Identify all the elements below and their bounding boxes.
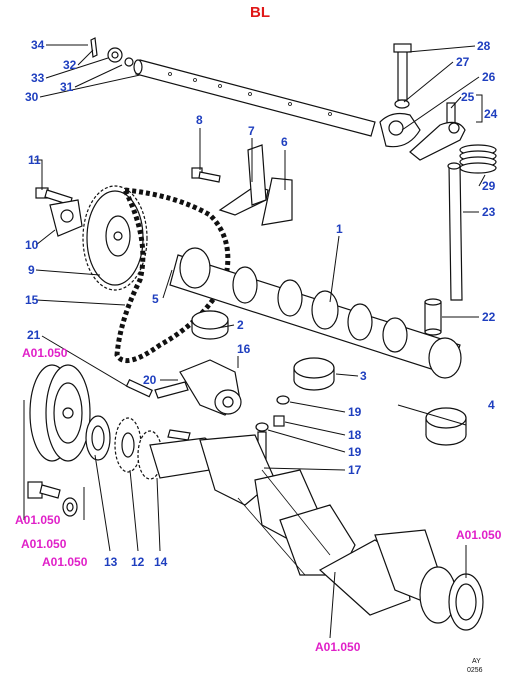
diagram-code-line1: AY [472,658,481,665]
callout-15: 15 [25,293,39,307]
camshaft-sprocket [82,185,148,291]
callout-23: 23 [482,205,496,219]
timing-chain [114,187,231,364]
cam-bearing-2 [191,310,229,340]
shaft-end-parts [90,37,134,67]
callout-17: 17 [348,463,362,477]
drive-assembly-16-20 [154,359,242,416]
callout-31: 31 [60,80,74,94]
bolt-8 [191,167,221,183]
tensioner-6 [261,177,293,226]
callout-12: 12 [131,555,145,569]
callout-26: 26 [482,70,496,84]
callout-21: 21 [27,328,41,342]
callout-9: 9 [28,263,35,277]
crank-sprocket-12 [114,417,142,473]
washer-plate-10 [49,199,83,237]
callout-8: 8 [196,113,203,127]
callout-10: 10 [25,238,39,252]
callout-32: 32 [63,58,77,72]
reference-label-flywheel: A01.050 [456,528,502,542]
reference-label-top-left: A01.050 [22,346,68,360]
callout-22: 22 [482,310,496,324]
callout-20: 20 [143,373,157,387]
rocker-shaft [133,59,376,137]
reference-label-seal: A01.050 [42,555,88,569]
tappet [424,298,442,336]
callout-5: 5 [152,292,159,306]
callout-4: 4 [488,398,495,412]
callout-16: 16 [237,342,251,356]
callout-34: 34 [31,38,45,52]
callout-27: 27 [456,55,470,69]
callout-13: 13 [104,555,118,569]
callout-3: 3 [360,369,367,383]
callout-7: 7 [248,124,255,138]
cam-bearing-4 [425,407,467,446]
callout-18: 18 [348,428,362,442]
callout-14: 14 [154,555,168,569]
callout-24: 24 [484,107,498,121]
crank-pulley [29,364,91,462]
callout-labels: 34 32 33 31 30 28 27 26 25 24 29 23 22 1… [25,38,498,569]
callout-29: 29 [482,179,496,193]
seal-13 [85,415,111,461]
callout-28: 28 [477,39,491,53]
pin-21 [125,378,153,398]
cam-bearing-3 [293,357,335,391]
pulley-bolt [27,481,78,517]
reference-label-crankshaft: A01.050 [315,640,361,654]
camshaft [169,247,462,379]
reference-label-washer: A01.050 [21,537,67,551]
valve-spring [459,144,497,174]
callout-33: 33 [31,71,45,85]
bracket-7 [218,144,269,216]
push-rod [447,162,463,301]
diagram-title: BL [250,4,270,21]
callout-19b: 19 [348,445,362,459]
callout-1: 1 [336,222,343,236]
callout-11: 11 [28,153,41,167]
callout-19a: 19 [348,405,362,419]
leader-lines [23,44,486,639]
callout-2: 2 [237,318,244,332]
reference-labels: A01.050 A01.050 A01.050 A01.050 A01.050 … [15,346,502,654]
callout-25: 25 [461,90,475,104]
callout-30: 30 [25,90,39,104]
rocker-arm-assembly [379,43,466,161]
callout-6: 6 [281,135,288,149]
diagram-code-line2: 0256 [467,667,483,674]
crankshaft [149,434,484,631]
reference-label-bolt: A01.050 [15,513,61,527]
